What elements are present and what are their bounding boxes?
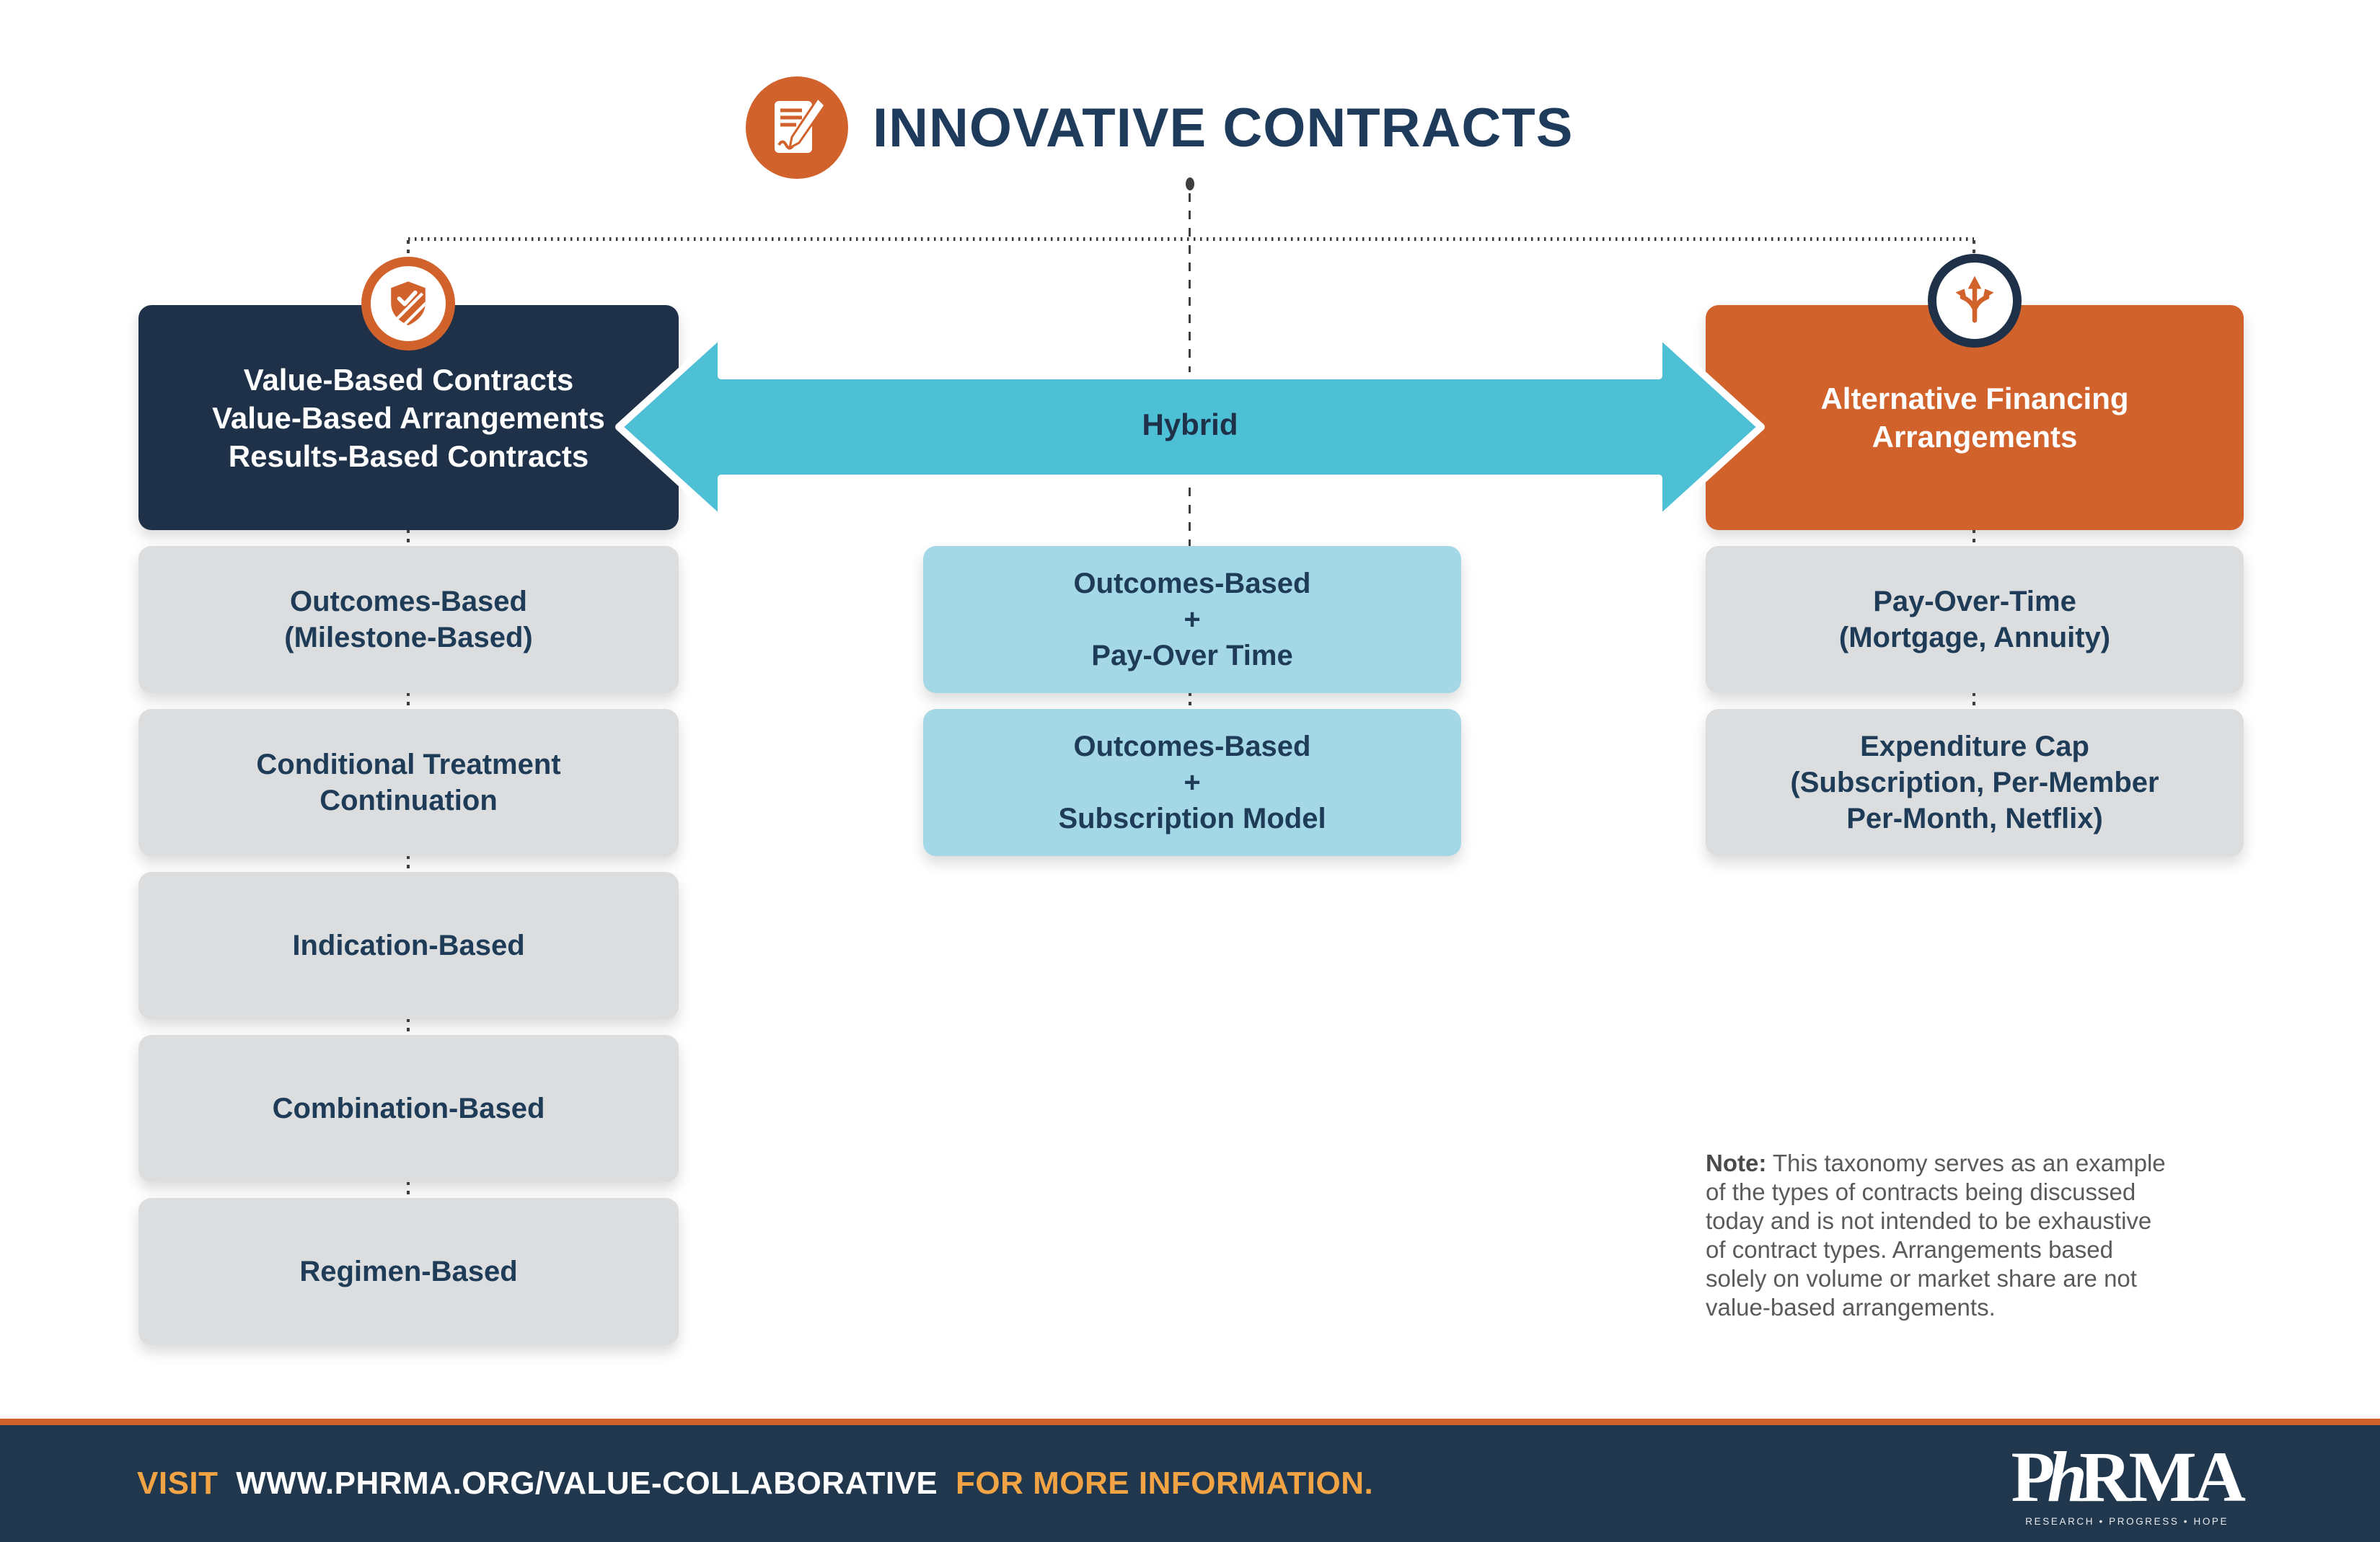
phrma-logo: PhRMA RESEARCH • PROGRESS • HOPE — [2011, 1440, 2246, 1527]
connector-right-1 — [1973, 529, 1975, 547]
expenditure-cap-box: Expenditure Cap (Subscription, Per-Membe… — [1706, 709, 2244, 856]
expenditure-cap-label: Expenditure Cap (Subscription, Per-Membe… — [1790, 731, 2159, 834]
connector-left-5 — [407, 1181, 410, 1199]
note-block: Note: This taxonomy serves as an example… — [1706, 1149, 2239, 1322]
outcomes-pay-over-time-box: Outcomes-Based + Pay-Over Time — [923, 546, 1461, 693]
hybrid-label: Hybrid — [1142, 407, 1238, 441]
connector-left-4 — [407, 1018, 410, 1036]
pay-over-time-box: Pay-Over-Time (Mortgage, Annuity) — [1706, 546, 2244, 693]
connector-left-3 — [407, 855, 410, 873]
outcomes-subscription-label: Outcomes-Based + Subscription Model — [1058, 731, 1326, 834]
note-text: This taxonomy serves as an example of th… — [1706, 1150, 2166, 1321]
connector-center-1 — [1189, 692, 1191, 710]
header: INNOVATIVE CONTRACTS — [746, 76, 1573, 179]
hybrid-double-arrow — [613, 328, 1767, 527]
footer: VISIT WWW.PHRMA.ORG/VALUE-COLLABORATIVE … — [0, 1425, 2380, 1542]
footer-more-info: FOR MORE INFORMATION. — [956, 1466, 1374, 1501]
conditional-treatment-box: Conditional Treatment Continuation — [138, 709, 679, 856]
outcomes-pay-over-time-label: Outcomes-Based + Pay-Over Time — [1073, 568, 1311, 671]
indication-based-box: Indication-Based — [138, 872, 679, 1019]
shield-check-icon — [361, 257, 455, 351]
value-based-contracts-label: Value-Based Contracts Value-Based Arrang… — [212, 362, 605, 473]
phrma-logo-wordmark: PhRMA — [2011, 1440, 2246, 1513]
logo-p: P — [2011, 1436, 2055, 1517]
alternative-financing-label: Alternative Financing Arrangements — [1820, 382, 2129, 454]
combination-based-label: Combination-Based — [272, 1093, 545, 1124]
connector-left-1 — [407, 529, 410, 547]
combination-based-box: Combination-Based — [138, 1035, 679, 1182]
indication-based-label: Indication-Based — [292, 930, 525, 961]
regimen-based-box: Regimen-Based — [138, 1198, 679, 1345]
outcomes-based-milestone-label: Outcomes-Based (Milestone-Based) — [284, 586, 533, 653]
connector-root-dot — [1186, 177, 1194, 190]
logo-h: h — [2047, 1436, 2088, 1517]
connector-center-dashed-line — [1189, 193, 1191, 546]
footer-cta: VISIT WWW.PHRMA.ORG/VALUE-COLLABORATIVE … — [137, 1466, 1382, 1502]
footer-url: WWW.PHRMA.ORG/VALUE-COLLABORATIVE — [236, 1466, 938, 1501]
connector-right-2 — [1973, 692, 1975, 710]
connector-left-stub — [407, 240, 410, 257]
contract-document-pen-icon — [746, 76, 848, 179]
connector-horizontal-dotted-line — [408, 237, 1974, 241]
outcomes-based-milestone-box: Outcomes-Based (Milestone-Based) — [138, 546, 679, 693]
page-title: INNOVATIVE CONTRACTS — [873, 97, 1574, 159]
logo-rma: RMA — [2079, 1436, 2246, 1517]
connector-right-stub — [1973, 240, 1975, 253]
note-label: Note: — [1706, 1150, 1767, 1176]
phrma-logo-tagline: RESEARCH • PROGRESS • HOPE — [2025, 1515, 2229, 1527]
regimen-based-label: Regimen-Based — [299, 1256, 518, 1287]
pay-over-time-label: Pay-Over-Time (Mortgage, Annuity) — [1838, 586, 2111, 653]
connector-left-2 — [407, 692, 410, 710]
footer-accent-strip — [0, 1419, 2380, 1425]
branching-arrows-icon — [1928, 254, 2022, 348]
footer-visit: VISIT — [137, 1466, 219, 1501]
conditional-treatment-label: Conditional Treatment Continuation — [256, 749, 561, 816]
outcomes-subscription-box: Outcomes-Based + Subscription Model — [923, 709, 1461, 856]
